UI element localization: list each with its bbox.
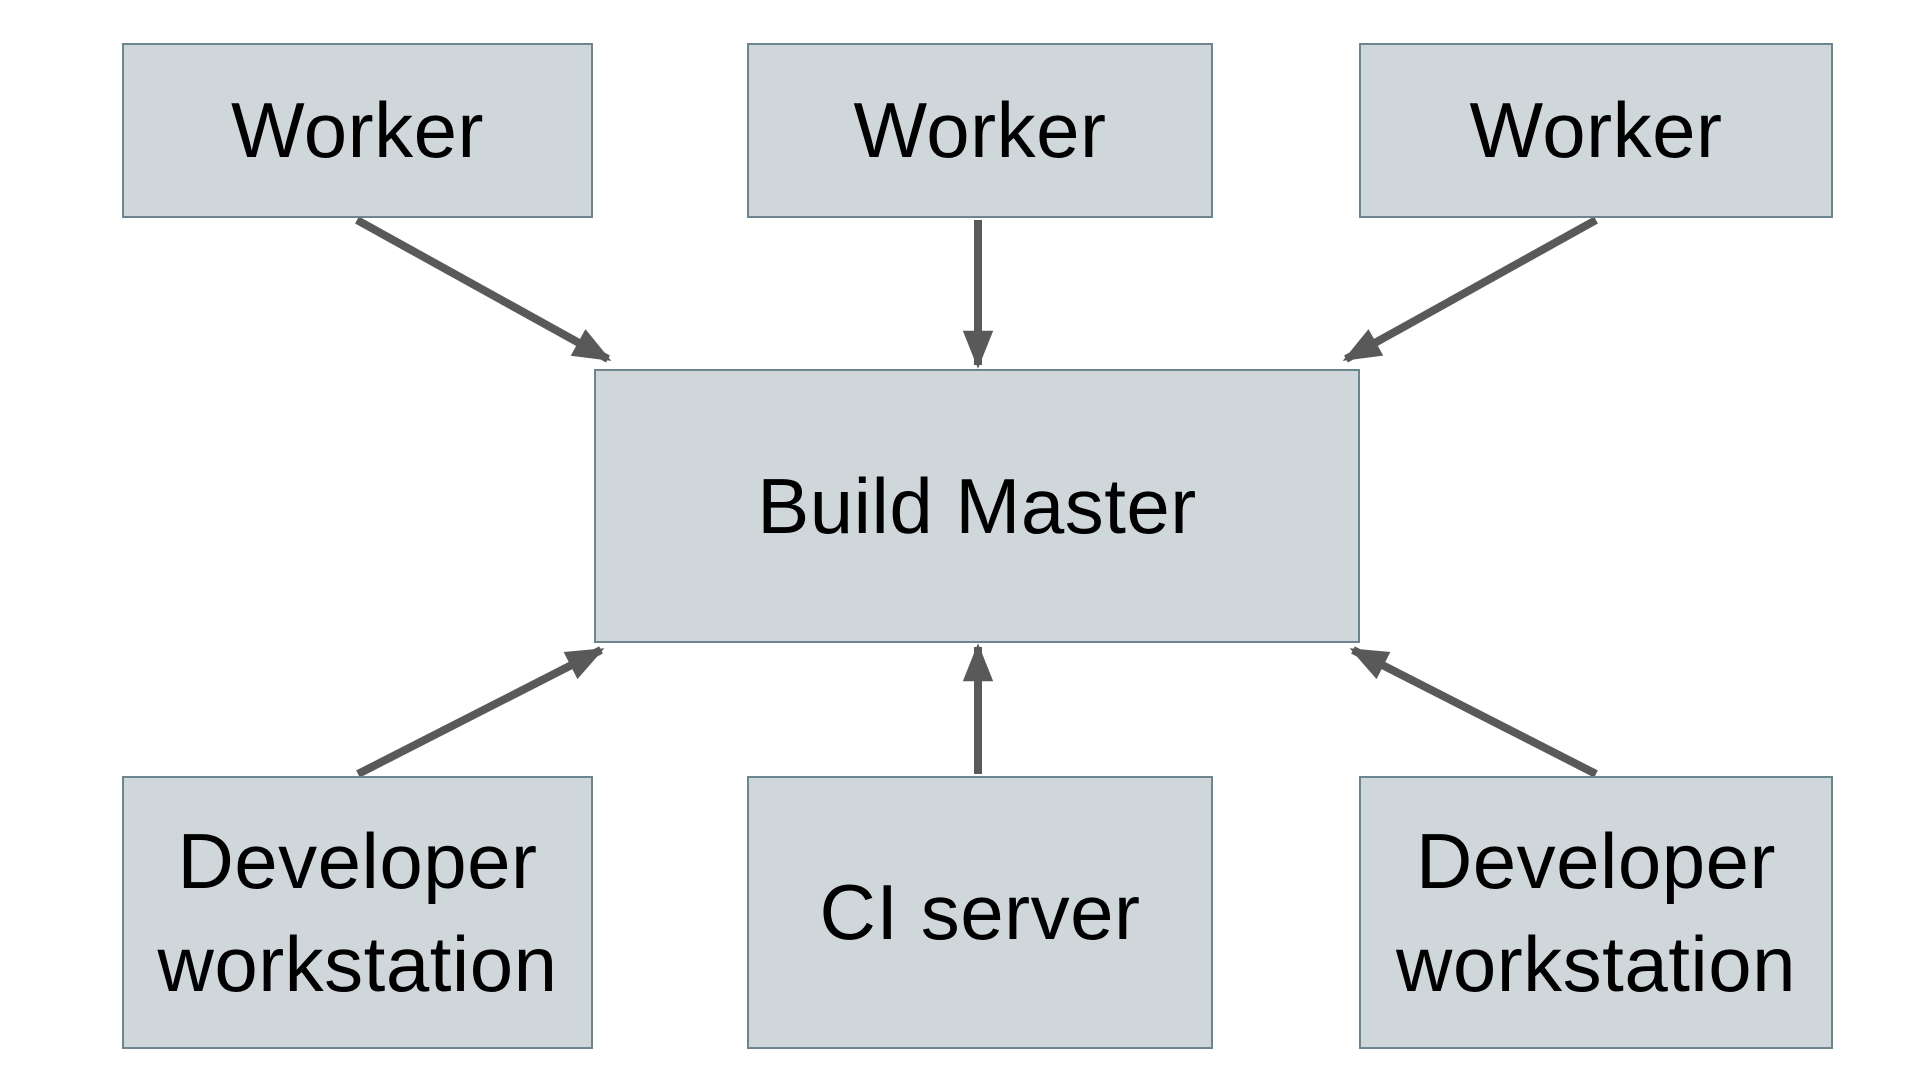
node-ci-server: CI server — [747, 776, 1213, 1049]
arrow-worker3-to-buildmaster — [1342, 216, 1598, 363]
node-build-master-label: Build Master — [757, 461, 1197, 550]
node-ci-server-label: CI server — [819, 868, 1141, 957]
node-developer-workstation-left-label: Developer workstation — [157, 816, 558, 1008]
node-worker-2: Worker — [747, 43, 1213, 218]
node-worker-1: Worker — [122, 43, 593, 218]
node-developer-workstation-left: Developer workstation — [122, 776, 593, 1049]
arrow-devleft-to-buildmaster — [356, 646, 605, 778]
node-worker-1-label: Worker — [231, 86, 484, 175]
node-developer-workstation-right: Developer workstation — [1359, 776, 1833, 1049]
node-worker-3-label: Worker — [1469, 86, 1723, 175]
node-worker-3: Worker — [1359, 43, 1833, 218]
node-developer-workstation-right-label: Developer workstation — [1396, 816, 1796, 1008]
arrow-worker1-to-buildmaster — [355, 216, 612, 363]
arrow-devright-to-buildmaster — [1349, 646, 1598, 778]
node-worker-2-label: Worker — [853, 86, 1107, 175]
node-build-master: Build Master — [594, 369, 1360, 643]
